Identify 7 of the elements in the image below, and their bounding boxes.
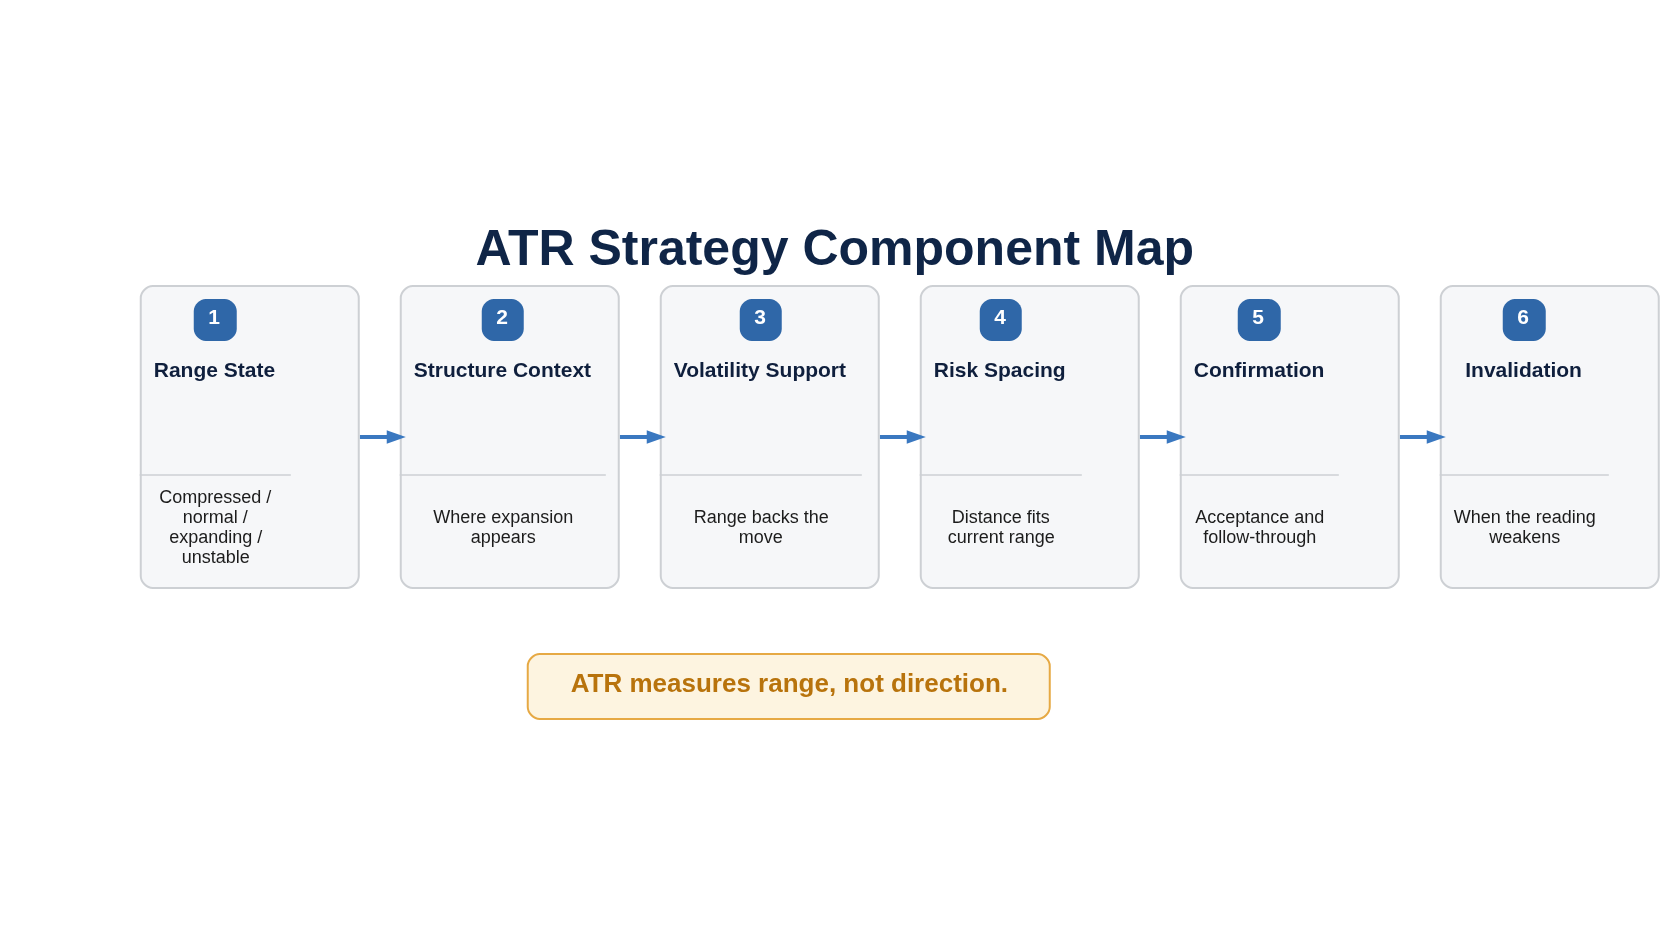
arrow (359, 430, 406, 444)
arrow (619, 430, 666, 444)
node-box: ATR measures range, not direction. (526, 653, 1051, 720)
arrow (1139, 430, 1186, 444)
arrow (1399, 430, 1446, 444)
arrow (879, 430, 926, 444)
diagram-title: ATR Strategy Component Map (475, 220, 1195, 276)
